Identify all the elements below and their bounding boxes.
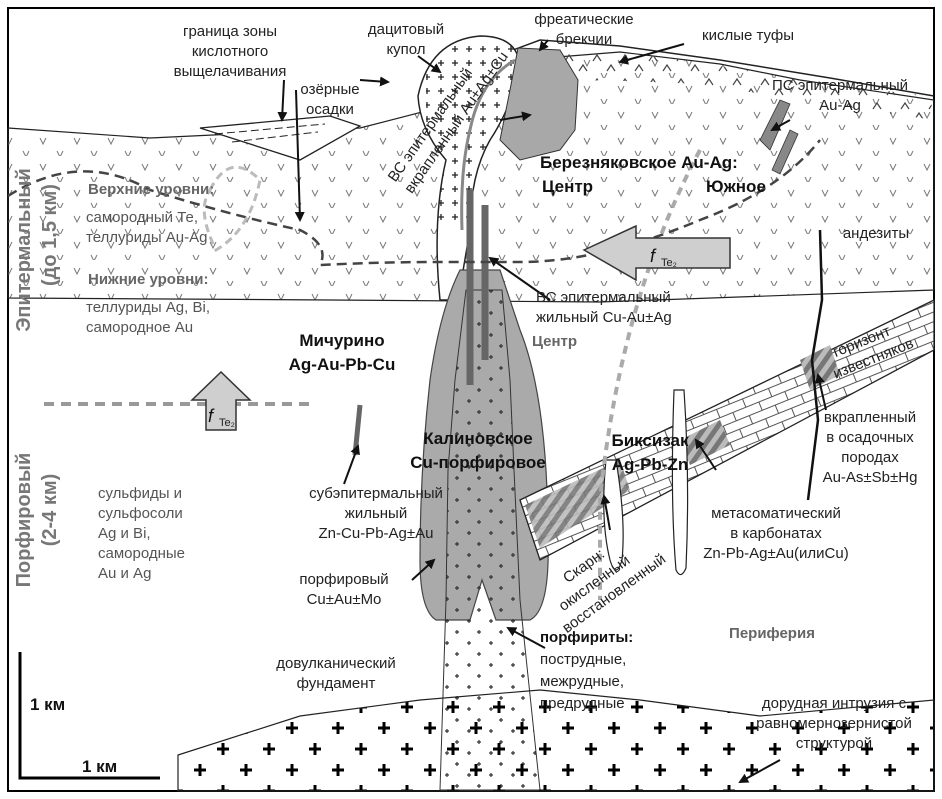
svg-text:пострудные,: пострудные, xyxy=(540,651,626,668)
lower-levels-label: Нижние уровни: теллуриды Ag, Bi, самород… xyxy=(86,271,210,336)
svg-text:сульфиды и: сульфиды и xyxy=(98,485,182,502)
svg-text:Биксизак: Биксизак xyxy=(611,431,689,450)
svg-text:жильный Cu-Au±Ag: жильный Cu-Au±Ag xyxy=(536,309,672,326)
svg-text:метасоматический: метасоматический xyxy=(711,505,841,522)
svg-text:самородное Au: самородное Au xyxy=(86,319,193,336)
svg-text:Ag-Pb-Zn: Ag-Pb-Zn xyxy=(612,455,688,474)
svg-text:порфириты:: порфириты: xyxy=(540,629,633,646)
svg-text:вкрапленный: вкрапленный xyxy=(824,409,916,426)
svg-text:равномернозернистой: равномернозернистой xyxy=(756,715,912,732)
svg-text:Au-As±Sb±Hg: Au-As±Sb±Hg xyxy=(823,469,918,486)
svg-text:жильный: жильный xyxy=(345,505,407,522)
scale-horizontal-label: 1 км xyxy=(82,757,117,776)
epithermal-zone-label: Эпитермальный xyxy=(13,168,35,332)
svg-text:Верхние уровни:: Верхние уровни: xyxy=(88,181,214,198)
scale-vertical-label: 1 км xyxy=(30,695,65,714)
svg-text:Мичурино: Мичурино xyxy=(299,331,384,350)
svg-text:Калиновское: Калиновское xyxy=(423,429,533,448)
svg-text:Нижние уровни:: Нижние уровни: xyxy=(88,271,208,288)
svg-text:сульфосоли: сульфосоли xyxy=(98,505,183,522)
svg-text:субэпитермальный: субэпитермальный xyxy=(309,485,443,502)
svg-text:Ag-Au-Pb-Cu: Ag-Au-Pb-Cu xyxy=(289,355,396,374)
svg-text:выщелачивания: выщелачивания xyxy=(174,63,287,80)
svg-text:осадки: осадки xyxy=(306,101,354,118)
center-label: Центр xyxy=(532,333,577,350)
svg-text:Zn-Cu-Pb-Ag±Au: Zn-Cu-Pb-Ag±Au xyxy=(319,525,434,542)
acid-tuffs-label: кислые туфы xyxy=(702,27,794,44)
svg-text:в карбонатах: в карбонатах xyxy=(730,525,822,542)
svg-text:ВС эпитермальный: ВС эпитермальный xyxy=(536,289,671,306)
svg-text:в осадочных: в осадочных xyxy=(826,429,914,446)
svg-text:самородный Те,: самородный Те, xyxy=(86,209,198,226)
svg-text:кислотного: кислотного xyxy=(192,43,268,60)
svg-text:Центр: Центр xyxy=(542,177,593,196)
svg-text:(до 1,5 км): (до 1,5 км) xyxy=(39,184,61,286)
svg-text:фундамент: фундамент xyxy=(297,675,376,692)
svg-text:дорудная интрузия с: дорудная интрузия с xyxy=(762,695,907,712)
svg-text:самородные: самородные xyxy=(98,545,185,562)
svg-text:Cu-порфировое: Cu-порфировое xyxy=(410,453,546,472)
svg-text:Cu±Au±Mo: Cu±Au±Mo xyxy=(307,591,382,608)
svg-text:породах: породах xyxy=(841,449,899,466)
svg-text:ПС эпитермальный: ПС эпитермальный xyxy=(772,77,908,94)
svg-text:порфировый: порфировый xyxy=(299,571,388,588)
svg-text:межрудные,: межрудные, xyxy=(540,673,624,690)
svg-text:Ag и Bi,: Ag и Bi, xyxy=(98,525,151,542)
svg-text:теллуриды Ag, Bi,: теллуриды Ag, Bi, xyxy=(86,299,210,316)
svg-text:озёрные: озёрные xyxy=(300,81,359,98)
svg-text:фреатические: фреатические xyxy=(534,11,633,28)
svg-text:предрудные: предрудные xyxy=(540,695,625,712)
svg-text:Te₂: Te₂ xyxy=(661,257,677,269)
andesites-label: андезиты xyxy=(843,225,909,242)
svg-text:структурой: структурой xyxy=(796,735,872,752)
svg-text:теллуриды Au-Ag: теллуриды Au-Ag xyxy=(86,229,208,246)
svg-text:Эпитермальный: Эпитермальный xyxy=(13,168,35,332)
porphyry-depth-label: (2-4 км) xyxy=(39,474,61,547)
svg-text:Zn-Pb-Ag±Au(илиCu): Zn-Pb-Ag±Au(илиCu) xyxy=(703,545,848,562)
epithermal-depth-label: (до 1,5 км) xyxy=(39,184,61,286)
svg-text:Южное: Южное xyxy=(706,177,766,196)
svg-text:Au-Ag: Au-Ag xyxy=(819,97,861,114)
svg-text:Березняковское Au-Ag:: Березняковское Au-Ag: xyxy=(540,153,738,172)
svg-text:довулканический: довулканический xyxy=(276,655,396,672)
upper-levels-label: Верхние уровни: самородный Те, теллуриды… xyxy=(86,181,214,246)
svg-text:граница зоны: граница зоны xyxy=(183,23,277,40)
svg-text:Au и Ag: Au и Ag xyxy=(98,565,151,582)
metasomatic-dike xyxy=(672,390,687,575)
periphery-label: Периферия xyxy=(729,625,815,642)
svg-text:брекчии: брекчии xyxy=(556,31,612,48)
svg-text:(2-4 км): (2-4 км) xyxy=(39,474,61,547)
porphyry-zone-label: Порфировый xyxy=(13,453,35,588)
svg-text:Te₂: Te₂ xyxy=(219,417,235,429)
svg-text:дацитовый: дацитовый xyxy=(368,21,444,38)
svg-text:купол: купол xyxy=(386,41,425,58)
svg-text:Порфировый: Порфировый xyxy=(13,453,35,588)
